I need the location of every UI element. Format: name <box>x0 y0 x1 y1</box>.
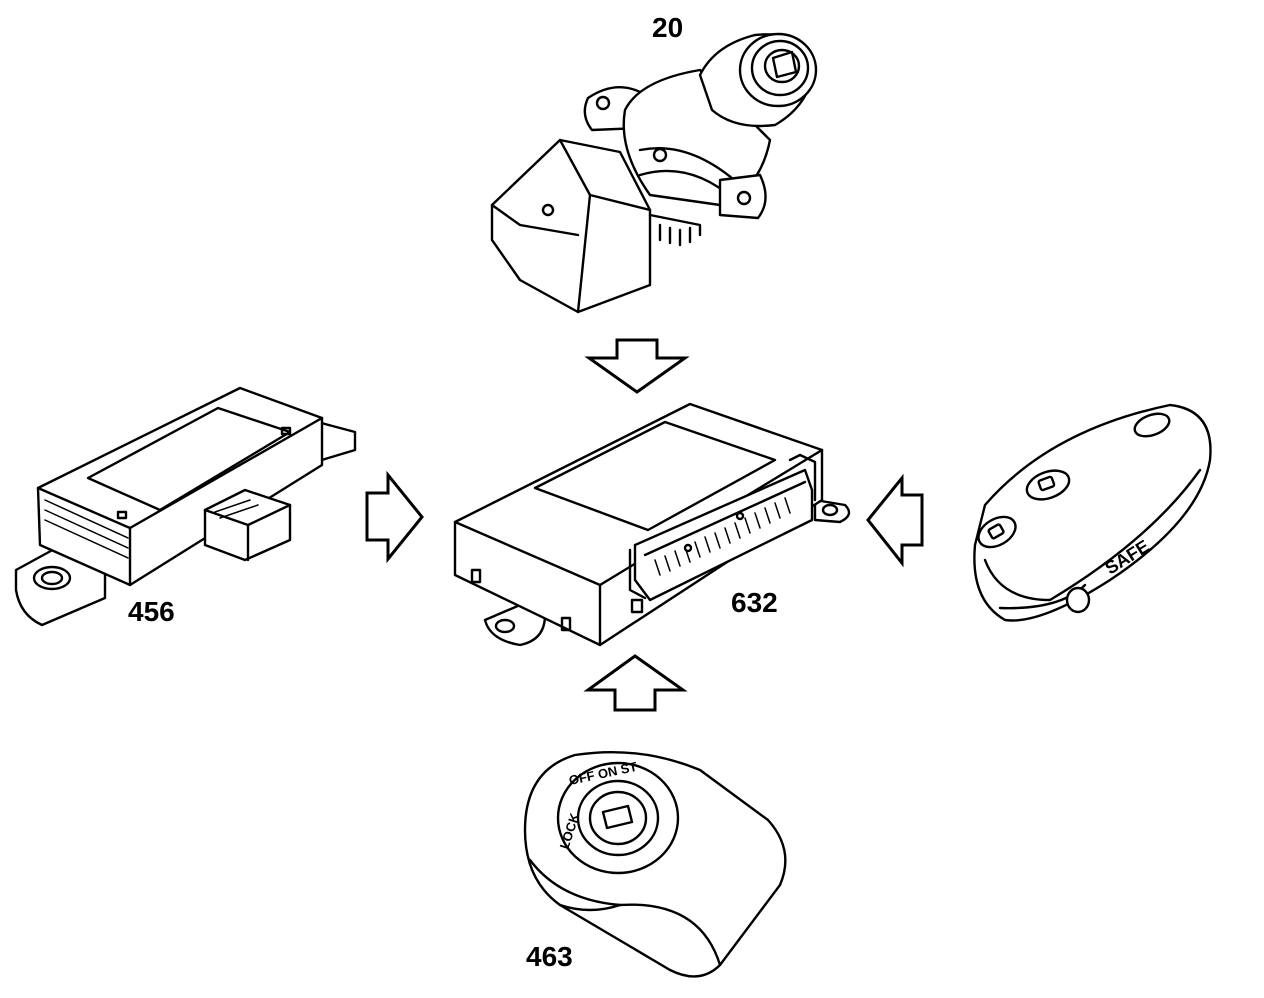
control-module-drawing <box>453 402 851 647</box>
key-lock-drawing <box>523 750 787 978</box>
callout-463: 463 <box>526 941 573 972</box>
callout-632: 632 <box>731 587 778 618</box>
arrow-down <box>584 338 690 394</box>
callout-20: 20 <box>652 12 684 43</box>
flow-arrows <box>365 338 924 712</box>
arrow-right <box>365 470 424 564</box>
arrow-left <box>866 473 924 568</box>
remote-transmitter-drawing <box>973 403 1212 622</box>
receiver-drawing <box>14 386 357 627</box>
ignition-switch-drawing <box>490 32 818 314</box>
arrow-up <box>583 654 688 712</box>
callout-456: 456 <box>128 596 175 627</box>
